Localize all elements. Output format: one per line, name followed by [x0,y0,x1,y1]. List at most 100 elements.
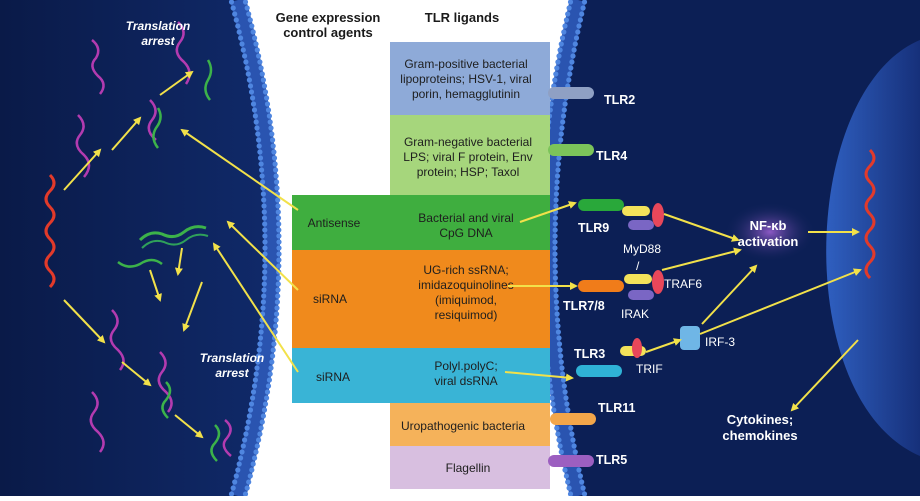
membrane-bead [555,179,560,184]
membrane-bead [559,449,564,454]
membrane-bead [246,419,251,424]
membrane-bead [553,275,558,280]
membrane-bead [564,401,569,406]
membrane-bead [250,95,255,100]
membrane-bead [273,161,278,166]
membrane-bead [249,23,254,28]
membrane-bead [237,461,242,466]
membrane-bead [271,149,276,154]
membrane-bead [262,227,267,232]
membrane-bead [578,17,583,22]
membrane-bead [262,263,267,268]
membrane-bead [554,197,559,202]
label-irf3: IRF-3 [705,335,735,349]
membrane-bead [556,335,561,340]
membrane-bead [553,221,558,226]
label-tlr2: TLR2 [604,93,635,107]
receptor-tlr9 [578,199,624,211]
membrane-bead [241,443,246,448]
membrane-bead [558,443,563,448]
membrane-bead [276,233,281,238]
membrane-bead [253,41,258,46]
membrane-bead [274,317,279,322]
membrane-bead [259,167,264,172]
membrane-bead [276,281,281,286]
membrane-bead [568,425,573,430]
membrane-bead [262,281,267,286]
trif-red [632,338,642,358]
membrane-bead [246,71,251,76]
membrane-bead [567,71,572,76]
membrane-bead [561,113,566,118]
membrane-bead [248,17,253,22]
membrane-bead [274,311,279,316]
membrane-bead [260,419,265,424]
membrane-bead [248,473,253,478]
membrane-bead [562,467,567,472]
membrane-bead [562,383,567,388]
membrane-bead [579,11,584,16]
label-irak: IRAK [621,307,649,321]
membrane-bead [553,287,558,292]
header-tlr-ligands: TLR ligands [425,10,499,25]
membrane-bead [258,335,263,340]
membrane-bead [245,5,250,10]
membrane-bead [249,89,254,94]
membrane-bead [231,485,236,490]
membrane-bead [553,257,558,262]
membrane-bead [245,65,250,70]
membrane-bead [263,401,268,406]
label-trif: TRIF [636,362,663,376]
membrane-bead [559,125,564,130]
membrane-bead [242,53,247,58]
membrane-bead [261,203,266,208]
membrane-bead [556,329,561,334]
receptor-tlr5 [548,455,594,467]
membrane-bead [272,155,277,160]
membrane-bead [262,275,267,280]
agent-sirna-1: siRNA [313,292,347,306]
membrane-bead [261,197,266,202]
membrane-bead [267,377,272,382]
membrane-bead [260,173,265,178]
membrane-bead [552,239,557,244]
membrane-bead [261,413,266,418]
membrane-bead [274,305,279,310]
membrane-bead [567,485,572,490]
membrane-bead [558,47,563,52]
membrane-bead [561,29,566,34]
membrane-bead [252,383,257,388]
membrane-bead [246,11,251,16]
membrane-bead [264,95,269,100]
membrane-bead [261,287,266,292]
membrane-bead [252,35,257,40]
label-myd88: MyD88 [623,242,661,256]
membrane-bead [265,389,270,394]
receptor-tlr4 [548,144,594,156]
membrane-bead [553,233,558,238]
myd88-purple-1 [628,220,654,230]
membrane-bead [556,161,561,166]
membrane-bead [570,437,575,442]
membrane-bead [251,29,256,34]
membrane-bead [255,131,260,136]
membrane-bead [565,407,570,412]
left-cell [0,0,277,496]
membrane-bead [257,59,262,64]
membrane-bead [246,479,251,484]
membrane-bead [271,143,276,148]
membrane-bead [261,293,266,298]
membrane-bead [270,353,275,358]
membrane-bead [275,287,280,292]
membrane-bead [248,407,253,412]
membrane-bead [256,437,261,442]
membrane-bead [275,293,280,298]
membrane-bead [276,245,281,250]
membrane-bead [276,257,281,262]
membrane-bead [268,365,273,370]
membrane-bead [271,341,276,346]
membrane-bead [238,35,243,40]
membrane-bead [276,275,281,280]
membrane-bead [251,389,256,394]
